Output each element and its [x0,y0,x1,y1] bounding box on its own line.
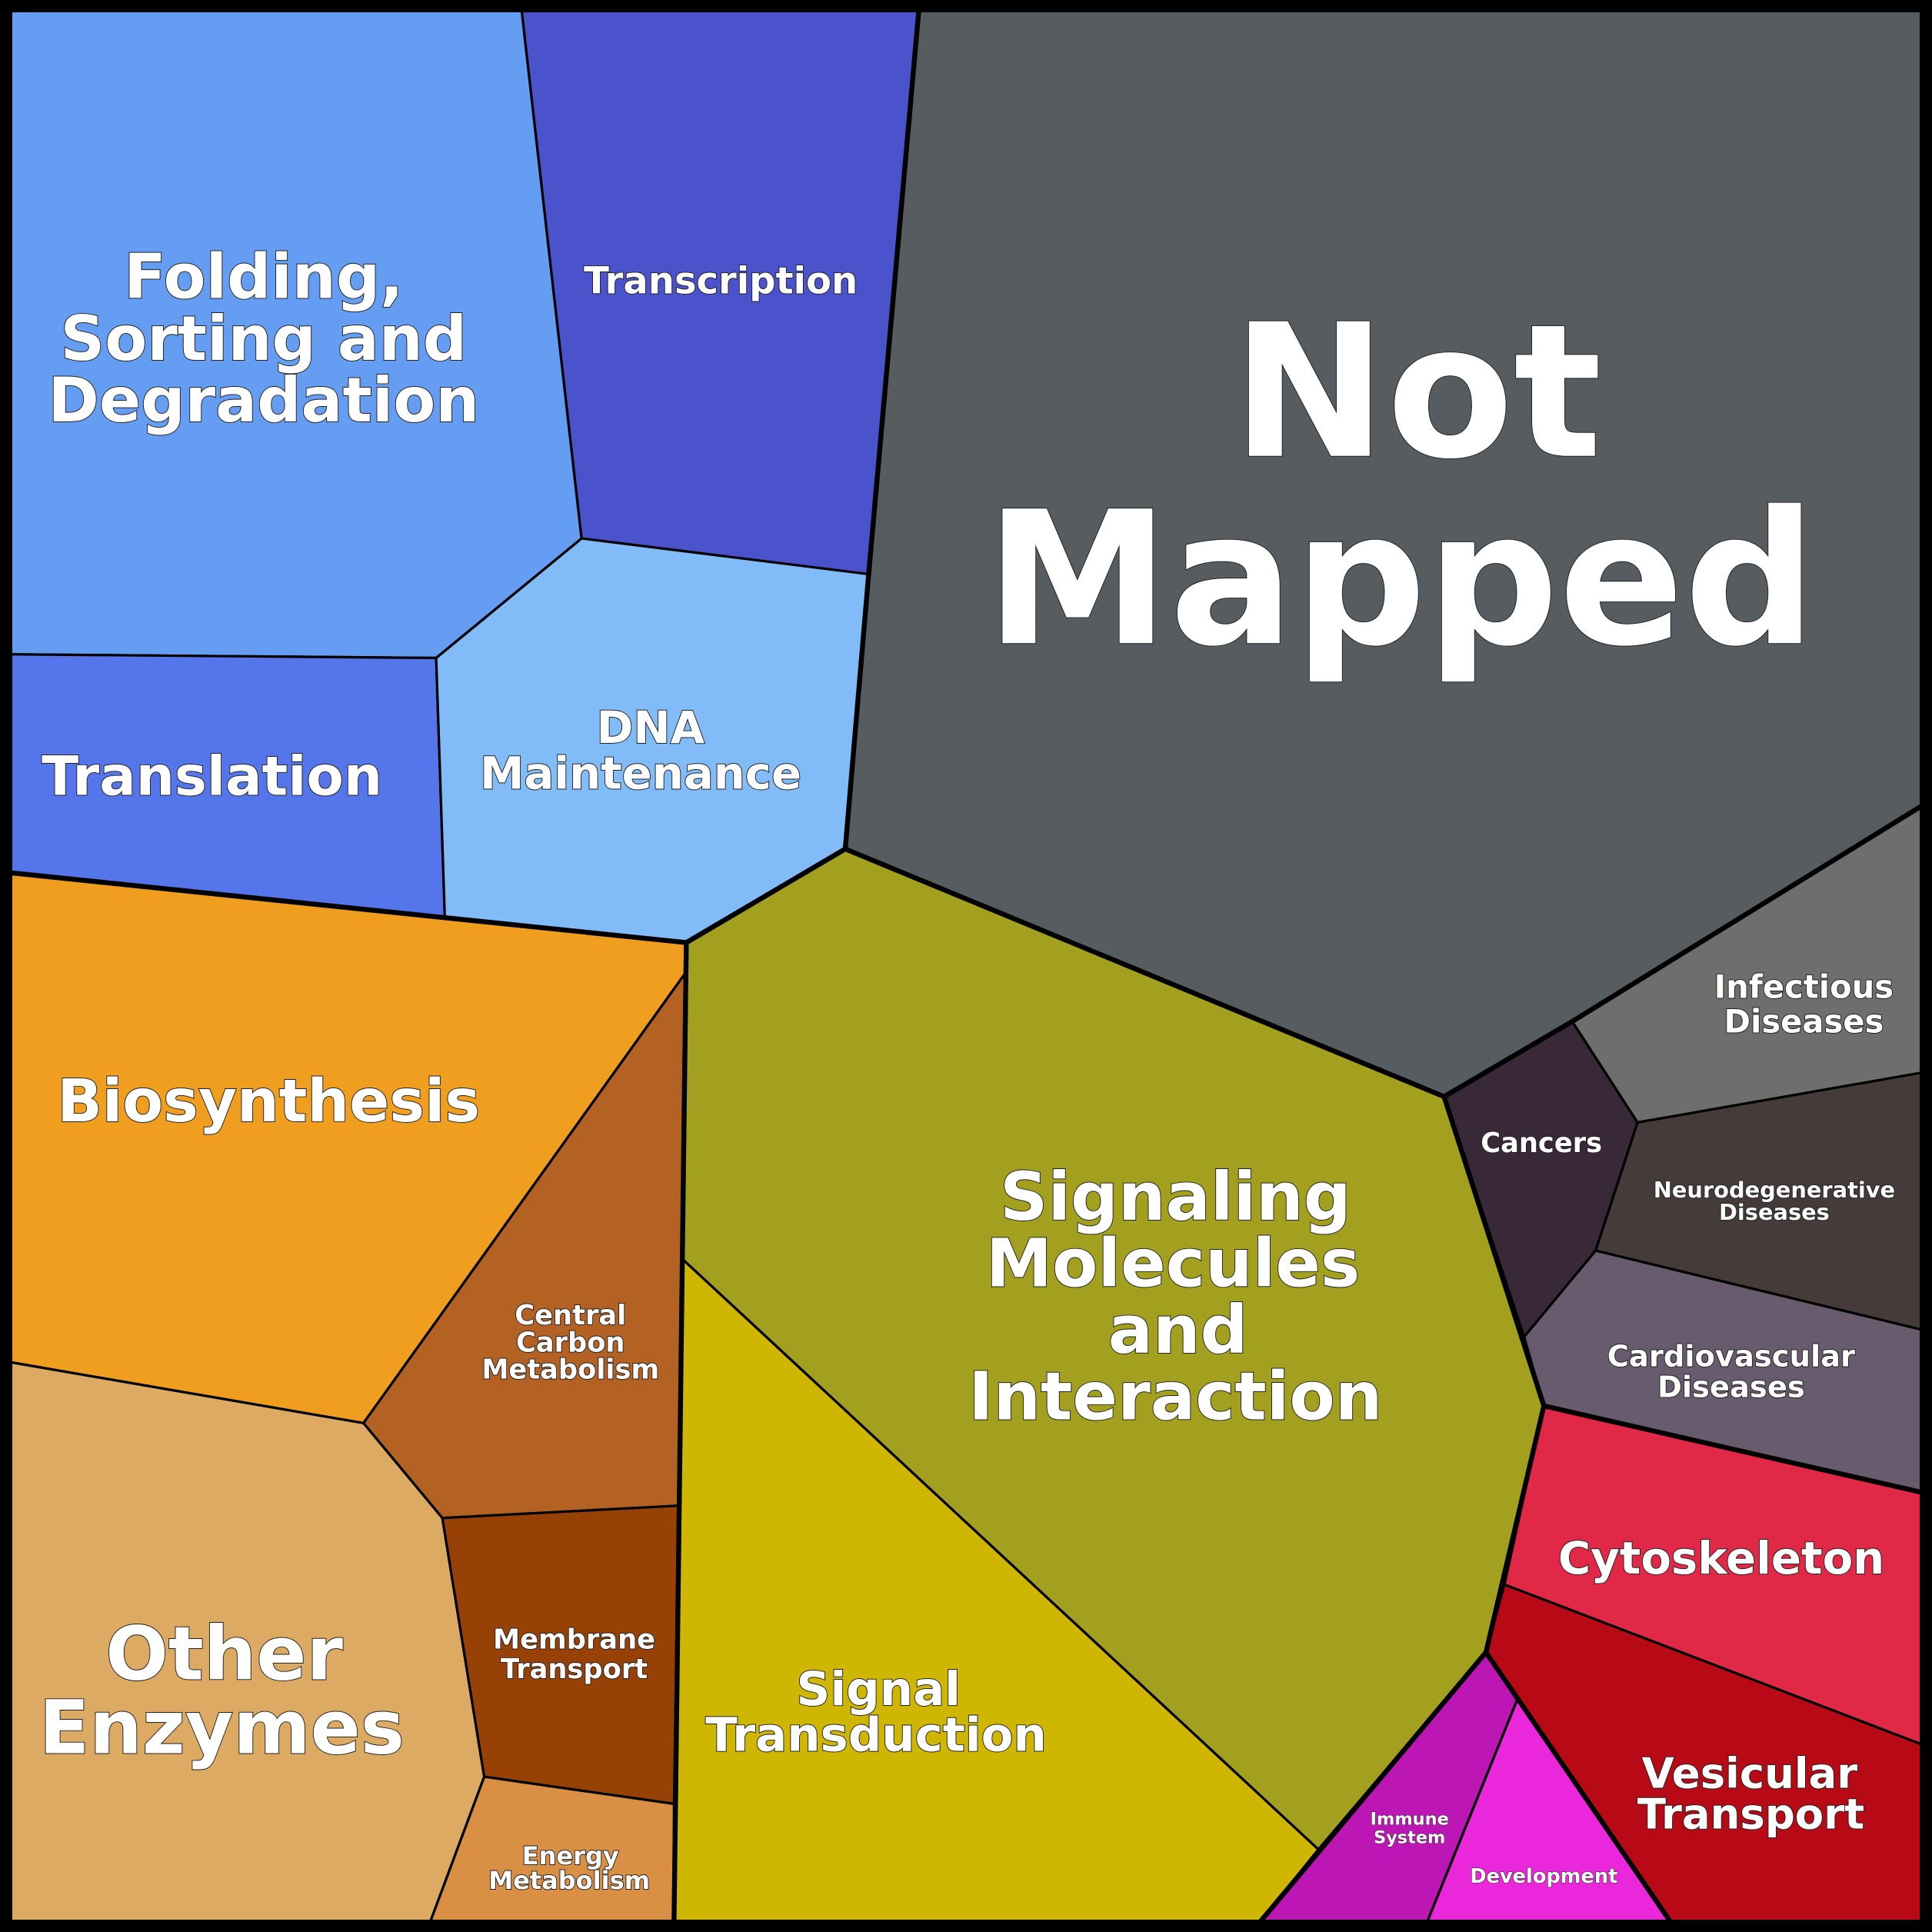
group-boundary [1543,1403,1927,1496]
label-cancers: Cancers [1481,1128,1602,1159]
label-translation: Translation [42,744,382,808]
group-boundary [1254,1095,1547,1928]
label-transcription: Transcription [584,259,858,302]
label-biosynthesis: Biosynthesis [57,1068,480,1136]
group-boundary [842,5,1927,1100]
label-development: Development [1470,1865,1617,1888]
label-cytoskeleton: Cytoskeleton [1558,1532,1884,1584]
group-boundary [685,847,847,945]
group-boundary [5,870,689,1927]
group-boundary [1484,1651,1676,1927]
